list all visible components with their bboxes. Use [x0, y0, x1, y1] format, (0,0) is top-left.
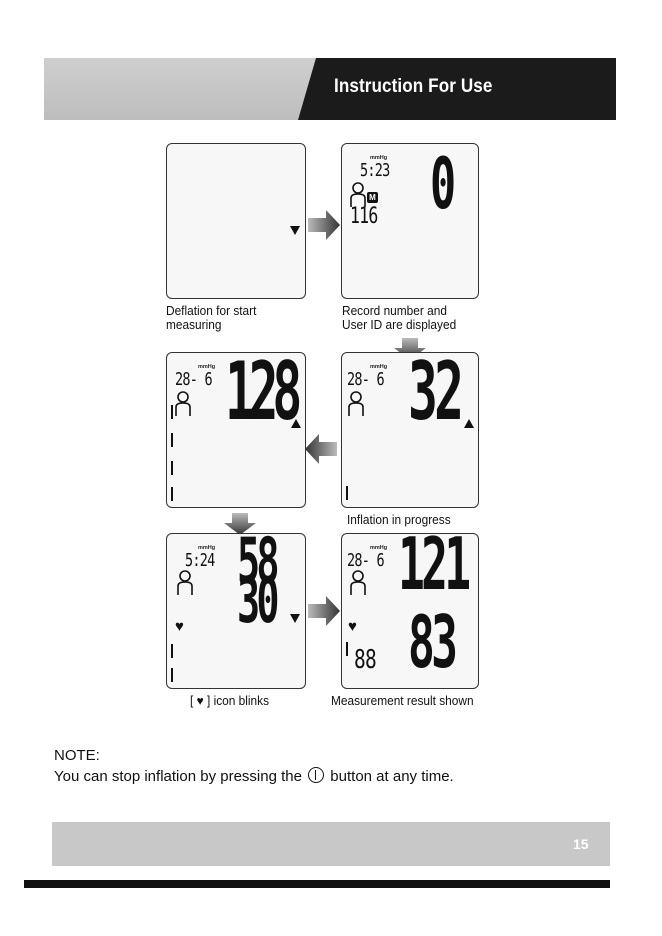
caption-heart-blink: [ ♥ ] icon blinks [190, 694, 269, 708]
caption-record-line1: Record number and [342, 304, 447, 318]
systolic-readout: 121 [398, 522, 471, 606]
caption-heart-text: ] icon blinks [206, 694, 270, 708]
pressure-bar [171, 461, 173, 475]
user-person-icon [348, 391, 364, 416]
arrow-right-icon [308, 210, 340, 240]
systolic-readout: 58 [237, 524, 280, 597]
diastolic-readout: 30 [237, 564, 280, 637]
lcd-panel-measuring: mmHg 28- 6 128 [166, 347, 306, 508]
diastolic-readout: 83 [408, 600, 458, 684]
power-button-icon [308, 767, 325, 783]
pressure-readout: 128 [225, 345, 302, 438]
deflation-down-triangle-icon [290, 614, 300, 623]
note-text-before: You can stop inflation by pressing the [54, 768, 302, 785]
pressure-readout: 32 [408, 345, 464, 438]
caption-record: Record number and User ID are displayed [342, 304, 456, 332]
header-grey-band [44, 58, 316, 120]
caption-deflation-line1: Deflation for start [166, 304, 257, 318]
lcd-panel-result: mmHg 28- 6 121 83 ♥ 88 [341, 524, 479, 689]
deflation-down-triangle-icon [290, 226, 300, 235]
pressure-bar [346, 642, 348, 656]
note-text-after: button at any time. [330, 768, 454, 785]
arrow-left-icon [305, 434, 337, 464]
page-title: Instruction For Use [334, 76, 493, 97]
pressure-bar [171, 668, 173, 682]
unit-label: mmHg [370, 364, 388, 370]
time-readout: 5:23 [360, 160, 390, 181]
date-readout: 28- 6 [347, 369, 385, 390]
pulse-readout: 88 [354, 645, 377, 675]
memory-badge: M [367, 192, 378, 203]
inflation-up-triangle-icon [464, 419, 474, 428]
unit-label: mmHg [198, 364, 216, 370]
header-title-band [298, 58, 616, 120]
record-number-readout: 116 [350, 204, 378, 229]
user-person-icon [175, 391, 191, 416]
pressure-bar [171, 487, 173, 501]
caption-inflation: Inflation in progress [347, 513, 451, 527]
unit-label: mmHg [198, 545, 216, 551]
note-text: You can stop inflation by pressing the b… [54, 767, 454, 785]
unit-label: mmHg [370, 155, 388, 161]
user-person-icon [350, 570, 366, 595]
user-person-icon [177, 570, 193, 595]
footer-rule [24, 880, 610, 888]
lcd-panel-heart-blink: mmHg 5:24 58 30 ♥ [166, 526, 306, 689]
caption-bracket-open: [ [190, 694, 194, 708]
pressure-readout: 0 [430, 143, 456, 225]
caption-deflation: Deflation for start measuring [166, 304, 256, 332]
date-readout: 28- 6 [175, 369, 213, 390]
time-readout: 5:24 [185, 550, 215, 571]
inflation-up-triangle-icon [291, 419, 301, 428]
heart-icon: ♥ [348, 618, 357, 635]
pressure-bar [171, 644, 173, 658]
heart-icon: ♥ [196, 694, 204, 708]
footer-band [52, 822, 610, 866]
lcd-panel-deflation [166, 143, 306, 299]
unit-label: mmHg [370, 545, 388, 551]
page-number: 15 [573, 836, 589, 852]
caption-record-line2: User ID are displayed [342, 318, 457, 332]
caption-result: Measurement result shown [331, 694, 474, 708]
arrow-right-icon [308, 596, 340, 626]
user-person-icon [350, 182, 366, 207]
arrow-down-icon [224, 513, 256, 535]
date-readout: 28- 6 [347, 550, 385, 571]
lcd-panel-inflation: mmHg 28- 6 32 [341, 347, 479, 508]
pressure-bar [171, 405, 173, 419]
arrow-down-icon [394, 338, 426, 360]
note-label: NOTE: [54, 747, 100, 764]
heart-icon: ♥ [175, 618, 184, 635]
caption-deflation-line2: measuring [166, 318, 222, 332]
pressure-bar [346, 486, 348, 500]
pressure-bar [171, 433, 173, 447]
lcd-panel-record: mmHg 5:23 M 116 0 [341, 143, 479, 299]
